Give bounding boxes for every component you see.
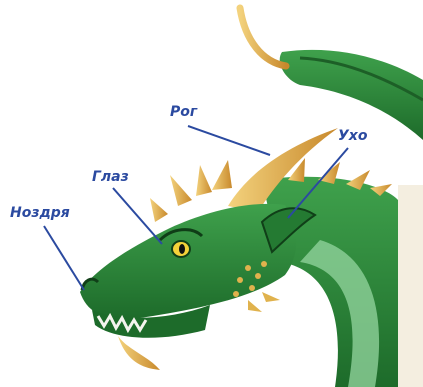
label-horn: Рог bbox=[170, 104, 197, 120]
label-eye: Глаз bbox=[92, 169, 129, 185]
side-panel bbox=[398, 185, 423, 387]
label-ear: Ухо bbox=[338, 128, 367, 144]
leader-horn bbox=[188, 126, 270, 155]
chin-beard bbox=[118, 336, 160, 370]
label-nostril: Ноздря bbox=[10, 205, 70, 221]
leader-nostril bbox=[44, 226, 84, 290]
tail bbox=[240, 8, 423, 140]
